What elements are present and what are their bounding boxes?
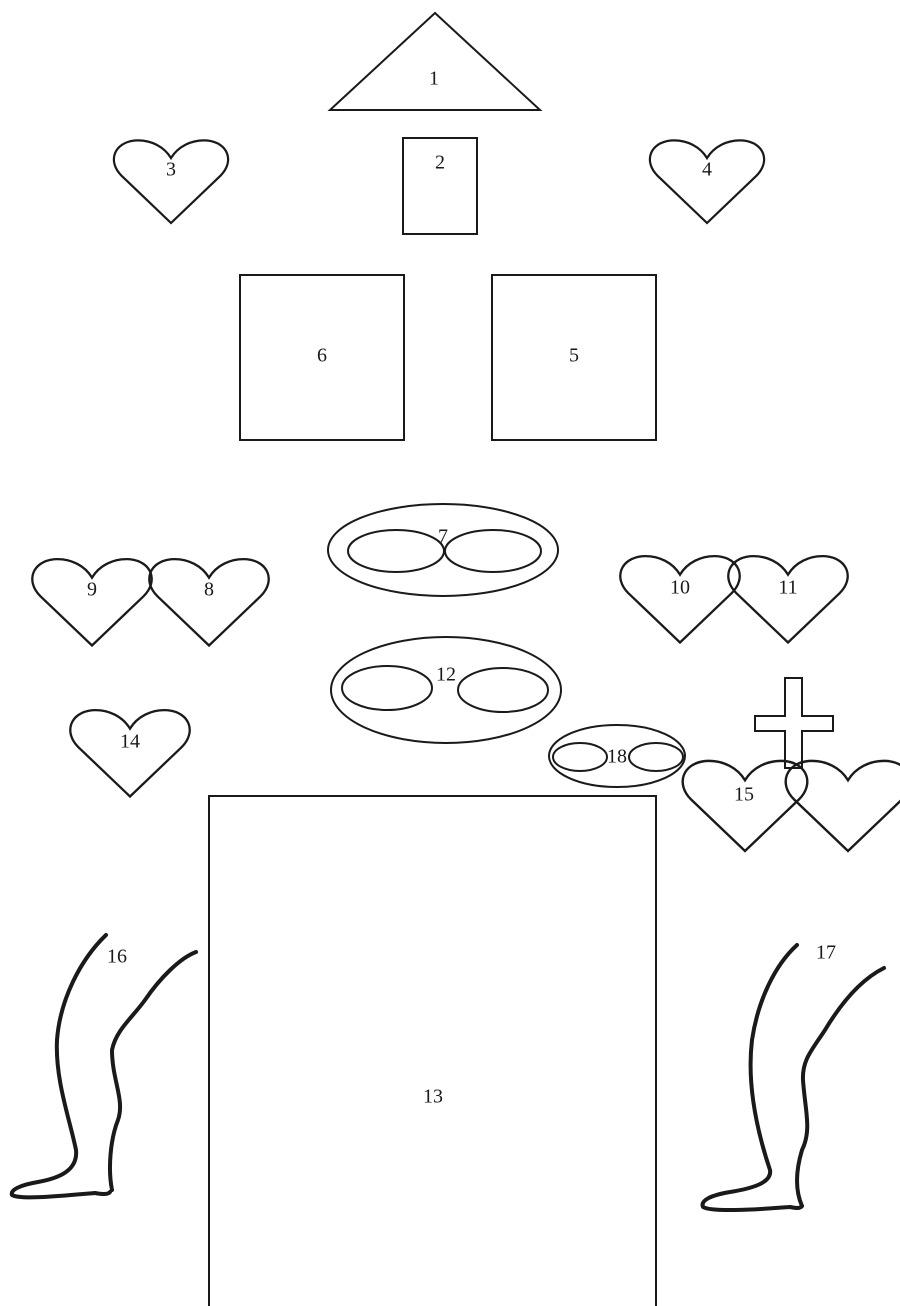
shape-10-heart <box>620 556 739 642</box>
label-17: 17 <box>816 942 836 964</box>
label-6: 6 <box>317 345 327 367</box>
shape-15-heart-right <box>786 761 900 851</box>
shape-3-heart <box>114 140 228 223</box>
label-12: 12 <box>436 664 456 686</box>
shape-13-rectangle <box>209 796 656 1306</box>
label-11: 11 <box>778 577 797 599</box>
shape-15-cross-hearts-group <box>683 678 900 851</box>
shape-14-heart <box>70 710 189 796</box>
label-2: 2 <box>435 152 445 174</box>
shape-17-leg <box>703 945 884 1210</box>
shape-18-inner-oval-right <box>629 743 683 771</box>
label-18: 18 <box>607 746 627 768</box>
label-5: 5 <box>569 345 579 367</box>
leg-16-back-outline <box>12 935 110 1197</box>
shape-15-heart-left <box>683 761 808 851</box>
shape-12-inner-oval-right <box>458 668 548 712</box>
shape-12-outer-oval <box>331 637 561 743</box>
shape-9-heart <box>32 559 151 645</box>
leg-17-front-outline <box>797 968 884 1206</box>
shape-7-inner-oval-left <box>348 530 444 572</box>
label-14: 14 <box>120 731 140 753</box>
shape-7-oval-group <box>328 504 558 596</box>
shape-12-inner-oval-left <box>342 666 432 710</box>
shape-7-inner-oval-right <box>445 530 541 572</box>
label-4: 4 <box>702 159 712 181</box>
leg-17-back-outline <box>703 945 802 1210</box>
label-7: 7 <box>438 526 448 548</box>
label-16: 16 <box>107 946 127 968</box>
label-8: 8 <box>204 579 214 601</box>
shape-11-heart <box>728 556 847 642</box>
cross-icon <box>755 678 833 768</box>
label-13: 13 <box>423 1086 443 1108</box>
label-15: 15 <box>734 784 754 806</box>
label-3: 3 <box>166 159 176 181</box>
label-1: 1 <box>429 68 439 90</box>
label-9: 9 <box>87 579 97 601</box>
shape-16-leg <box>12 935 196 1197</box>
label-10: 10 <box>670 577 690 599</box>
leg-16-front-outline <box>110 952 196 1190</box>
shape-8-heart <box>149 559 268 645</box>
shape-1-triangle <box>330 13 540 110</box>
shape-18-inner-oval-left <box>553 743 607 771</box>
shape-12-oval-group <box>331 637 561 743</box>
shape-4-heart <box>650 140 764 223</box>
